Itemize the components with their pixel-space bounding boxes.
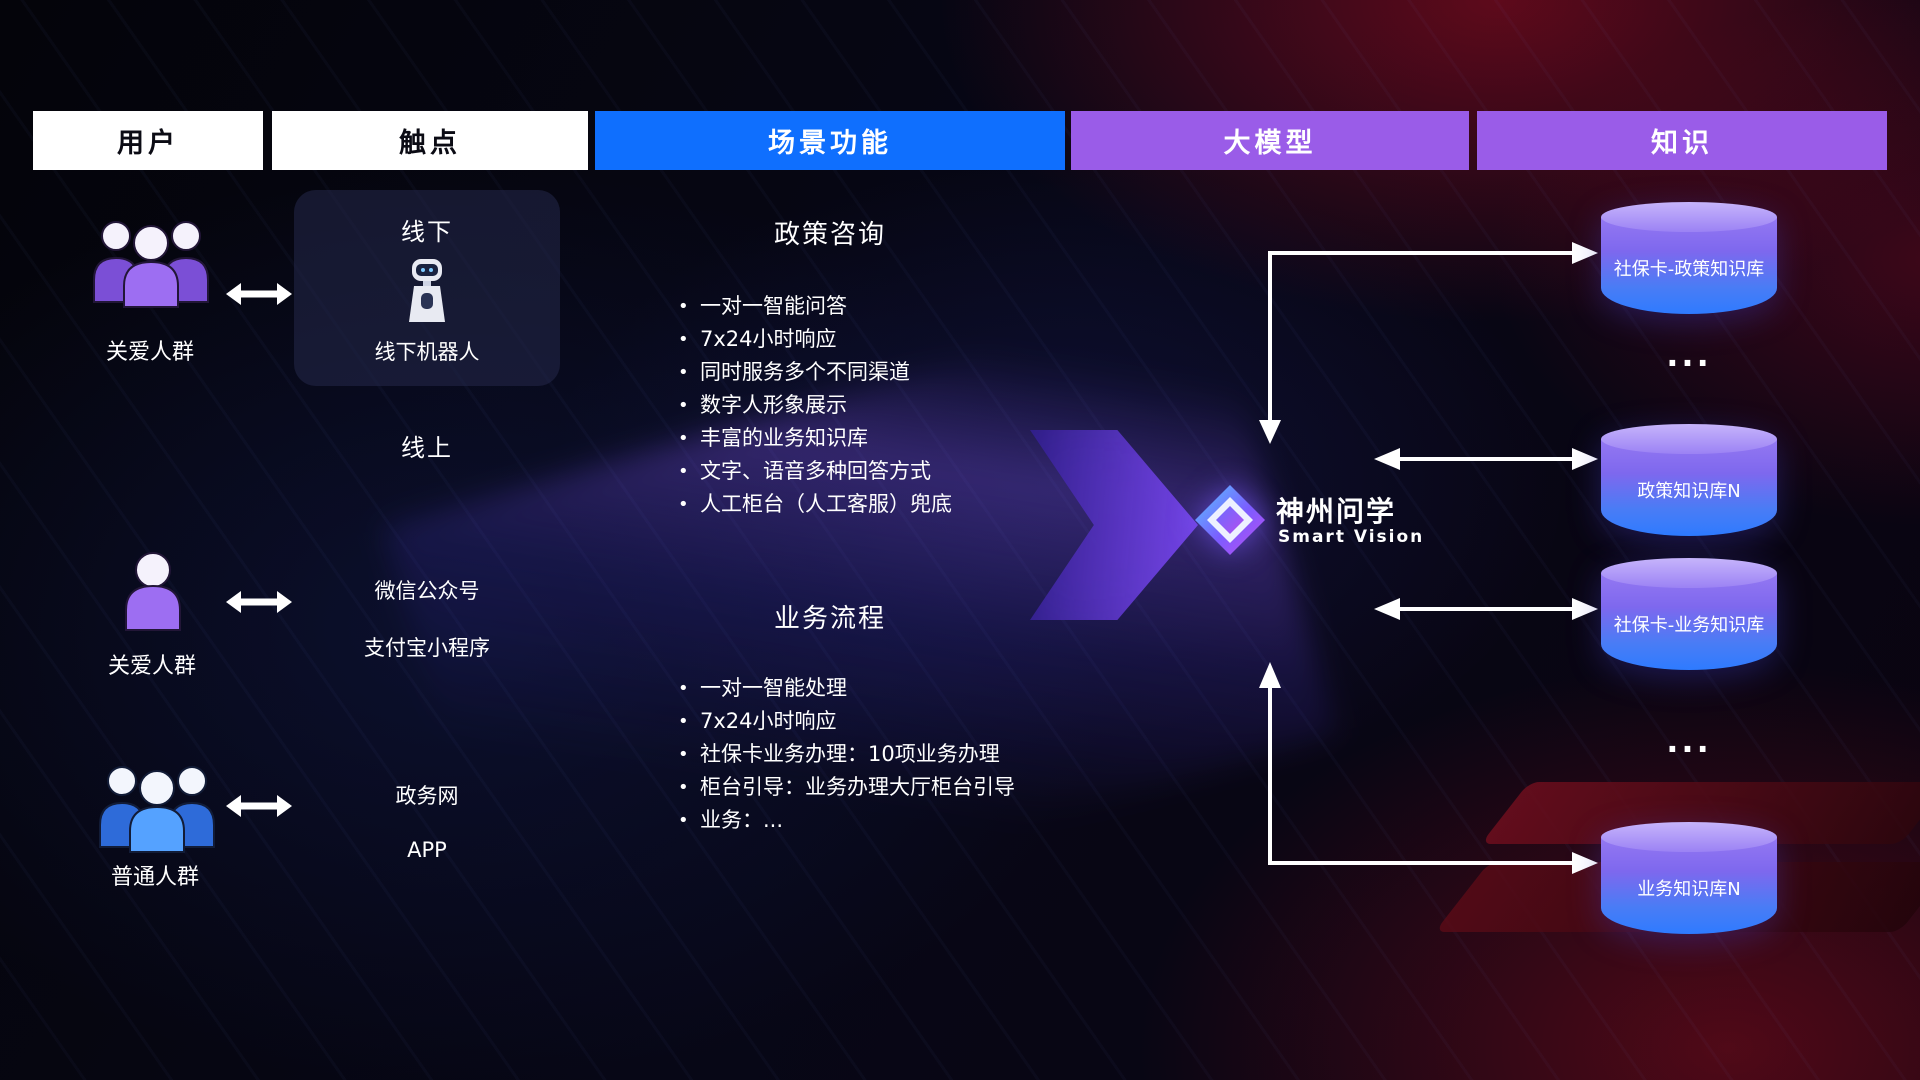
service-robot-icon xyxy=(409,258,445,322)
header-users: 用户 xyxy=(33,111,263,170)
header-model: 大模型 xyxy=(1071,111,1469,170)
list-item: 同时服务多个不同渠道 xyxy=(676,356,952,389)
header-knowledge: 知识 xyxy=(1477,111,1887,170)
channel-wechat: 微信公众号 xyxy=(374,579,480,603)
brand-subtitle: Smart Vision xyxy=(1278,527,1425,547)
knowledge-db-label: 社保卡-业务知识库 xyxy=(1613,614,1765,636)
brand-name: 神州问学 xyxy=(1276,495,1397,528)
person-icon xyxy=(118,550,188,636)
list-item: 7x24小时响应 xyxy=(676,705,1015,738)
cylinder-body xyxy=(1601,217,1777,314)
ellipsis: ... xyxy=(1666,336,1712,374)
online-title: 线上 xyxy=(401,434,453,462)
knowledge-db-business-n: 业务知识库N xyxy=(1601,822,1777,934)
user-group-3-label: 普通人群 xyxy=(110,865,199,890)
diamond-logo-icon xyxy=(1195,485,1265,555)
ellipsis: ... xyxy=(1666,722,1712,760)
offline-robot-label: 线下机器人 xyxy=(374,340,480,364)
list-item: 数字人形象展示 xyxy=(676,389,952,422)
list-item: 文字、语音多种回答方式 xyxy=(676,455,952,488)
people-group-icon xyxy=(92,755,222,859)
knowledge-db-business-ssc: 社保卡-业务知识库 xyxy=(1601,558,1777,670)
bidirectional-arrow-icon xyxy=(226,795,292,817)
knowledge-db-policy-ssc: 社保卡-政策知识库 xyxy=(1601,202,1777,314)
business-section-title: 业务流程 xyxy=(773,604,886,634)
list-item: 一对一智能问答 xyxy=(676,290,952,323)
flow-arrow xyxy=(1030,430,1198,620)
bidirectional-arrow-icon xyxy=(226,283,292,305)
list-item: 一对一智能处理 xyxy=(676,672,1015,705)
channel-gov-web: 政务网 xyxy=(395,784,459,808)
offline-touchpoint-card: 线下 线下机器人 xyxy=(294,190,560,386)
header-touchpoints: 触点 xyxy=(272,111,588,170)
list-item: 业务：... xyxy=(676,804,1015,837)
list-item: 7x24小时响应 xyxy=(676,323,952,356)
header-functions: 场景功能 xyxy=(595,111,1065,170)
people-group-icon xyxy=(86,210,216,314)
offline-title: 线下 xyxy=(401,218,453,246)
list-item: 丰富的业务知识库 xyxy=(676,422,952,455)
policy-feature-list: 一对一智能问答 7x24小时响应 同时服务多个不同渠道 数字人形象展示 丰富的业… xyxy=(676,290,952,521)
policy-section-title: 政策咨询 xyxy=(773,220,886,250)
user-group-2-label: 关爱人群 xyxy=(107,654,196,679)
cylinder-top xyxy=(1601,558,1777,588)
knowledge-db-label: 政策知识库N xyxy=(1637,480,1741,502)
list-item: 柜台引导：业务办理大厅柜台引导 xyxy=(676,771,1015,804)
cylinder-top xyxy=(1601,202,1777,232)
cylinder-top xyxy=(1601,822,1777,852)
list-item: 社保卡业务办理：10项业务办理 xyxy=(676,738,1015,771)
cylinder-body xyxy=(1601,439,1777,536)
bidirectional-arrow-icon xyxy=(226,591,292,613)
business-feature-list: 一对一智能处理 7x24小时响应 社保卡业务办理：10项业务办理 柜台引导：业务… xyxy=(676,672,1015,837)
channel-app: APP xyxy=(407,838,447,862)
knowledge-db-label: 业务知识库N xyxy=(1637,878,1741,900)
cylinder-body xyxy=(1601,837,1777,934)
knowledge-db-policy-n: 政策知识库N xyxy=(1601,424,1777,536)
cylinder-top xyxy=(1601,424,1777,454)
knowledge-db-label: 社保卡-政策知识库 xyxy=(1613,258,1765,280)
channel-alipay: 支付宝小程序 xyxy=(364,636,490,660)
cylinder-body xyxy=(1601,573,1777,670)
user-group-1-label: 关爱人群 xyxy=(105,340,194,365)
list-item: 人工柜台（人工客服）兜底 xyxy=(676,488,952,521)
